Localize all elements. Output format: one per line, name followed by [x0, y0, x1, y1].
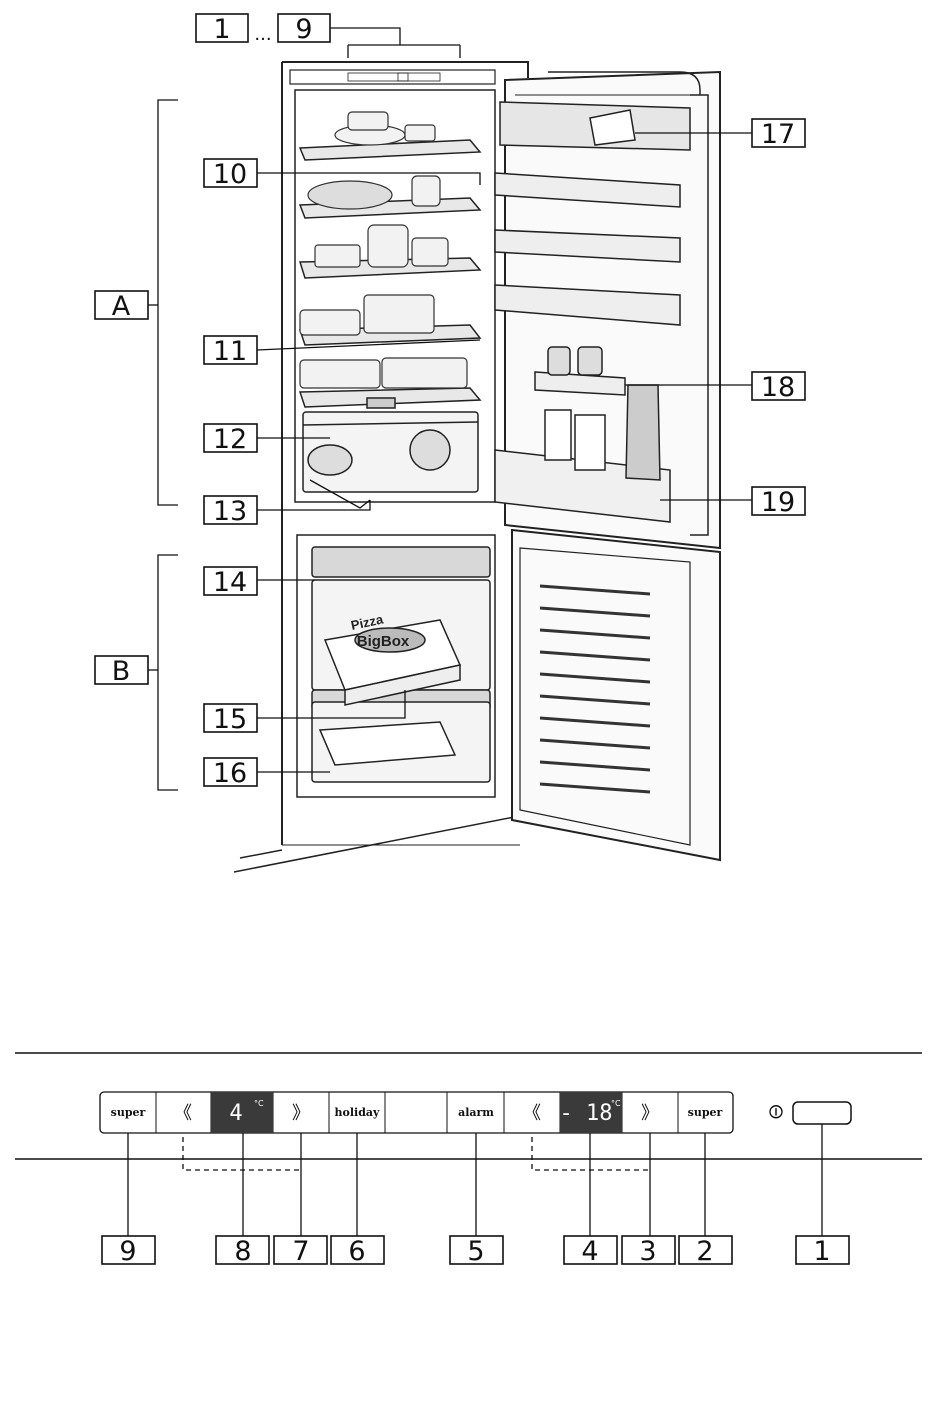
panel-callout-1: 1 — [813, 1236, 830, 1267]
panel-callout-8: 8 — [234, 1236, 251, 1267]
fridge-temp-down-button[interactable]: 《 — [174, 1103, 192, 1124]
freezer-drawers — [312, 547, 490, 782]
power-button[interactable] — [793, 1102, 851, 1124]
panel-callout-4: 4 — [581, 1236, 598, 1267]
power-icon: ⏼ — [769, 1102, 783, 1123]
callout-range-separator: ... — [254, 24, 271, 45]
callout-15: 15 — [213, 704, 247, 735]
freezer-temp-up-button[interactable]: 》 — [641, 1103, 659, 1124]
freezer-temp-display: - 18 — [560, 1101, 613, 1126]
panel-callout-3: 3 — [639, 1236, 656, 1267]
fridge-temp-up-button[interactable]: 》 — [292, 1103, 310, 1124]
fridge-temp-unit: °C — [254, 1099, 264, 1108]
callout-10: 10 — [213, 159, 247, 190]
alarm-button[interactable]: alarm — [458, 1106, 494, 1119]
panel-callout-5: 5 — [467, 1236, 484, 1267]
callout-12: 12 — [213, 424, 247, 455]
panel-callout-2: 2 — [696, 1236, 713, 1267]
panel-callout-6: 6 — [348, 1236, 365, 1267]
callout-16: 16 — [213, 758, 247, 789]
super-button-fridge[interactable]: super — [111, 1106, 146, 1119]
callout-11: 11 — [213, 336, 247, 367]
control-panel-strip — [100, 1092, 733, 1133]
callout-9-top: 9 — [295, 14, 312, 45]
fridge-temp-display: 4 — [229, 1101, 242, 1126]
super-button-freezer[interactable]: super — [688, 1106, 723, 1119]
panel-callout-9: 9 — [119, 1236, 136, 1267]
zone-a-label: A — [112, 291, 131, 322]
holiday-button[interactable]: holiday — [335, 1106, 381, 1119]
callout-13: 13 — [213, 496, 247, 527]
panel-callout-7: 7 — [292, 1236, 309, 1267]
vegetable-drawer — [303, 398, 478, 492]
callout-14: 14 — [213, 567, 247, 598]
callout-1-top: 1 — [213, 14, 230, 45]
callout-19: 19 — [761, 487, 795, 518]
callout-17: 17 — [761, 119, 795, 150]
freezer-temp-unit: °C — [611, 1099, 621, 1108]
bigbox-label: BigBox — [357, 633, 410, 650]
zone-b-label: B — [112, 656, 131, 687]
freezer-temp-down-button[interactable]: 《 — [523, 1103, 541, 1124]
callout-18: 18 — [761, 372, 795, 403]
panel-leader-lines — [128, 1124, 822, 1236]
